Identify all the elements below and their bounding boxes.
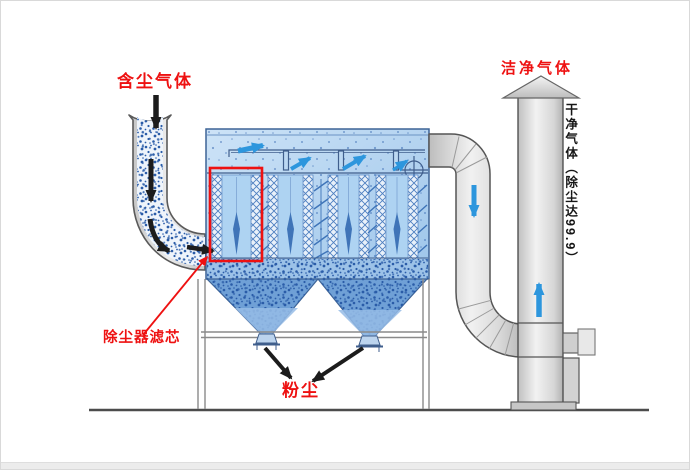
dust-arrow-right bbox=[311, 346, 365, 383]
filter-cartridges bbox=[221, 174, 409, 260]
label-dust: 粉尘 bbox=[282, 381, 320, 400]
motor-box bbox=[562, 332, 579, 354]
dust-band bbox=[207, 257, 428, 279]
hopper-outlets bbox=[253, 333, 383, 352]
label-clean-gas: 洁净气体 bbox=[501, 60, 574, 77]
outlet-duct bbox=[428, 133, 523, 358]
label-dusty-gas: 含尘气体 bbox=[117, 72, 193, 91]
inlet-bend-arrow bbox=[147, 218, 171, 254]
stack-cap bbox=[500, 75, 582, 99]
label-stack-note: 干净气体（除尘达99.9） bbox=[563, 103, 578, 266]
collector-body bbox=[205, 128, 430, 280]
image-bottom-border bbox=[1, 462, 689, 469]
filter-highlight bbox=[142, 166, 264, 336]
gas-flow-arrows bbox=[145, 95, 365, 383]
duct-segment-lines bbox=[451, 136, 515, 356]
dust-arrow-left bbox=[263, 346, 293, 380]
hopper-left bbox=[205, 278, 320, 335]
plenum-flow-arrows bbox=[237, 142, 409, 172]
hopper-right bbox=[316, 278, 429, 337]
inlet-entry-arrow bbox=[186, 243, 215, 255]
stack-base bbox=[510, 401, 577, 411]
filter-chambers bbox=[211, 174, 428, 263]
label-filter-cartridge: 除尘器滤芯 bbox=[103, 330, 181, 346]
motor-box-outer bbox=[577, 328, 596, 356]
filter-pointer-arrow bbox=[142, 255, 208, 336]
support-frame bbox=[197, 279, 430, 409]
chimney bbox=[500, 75, 596, 411]
